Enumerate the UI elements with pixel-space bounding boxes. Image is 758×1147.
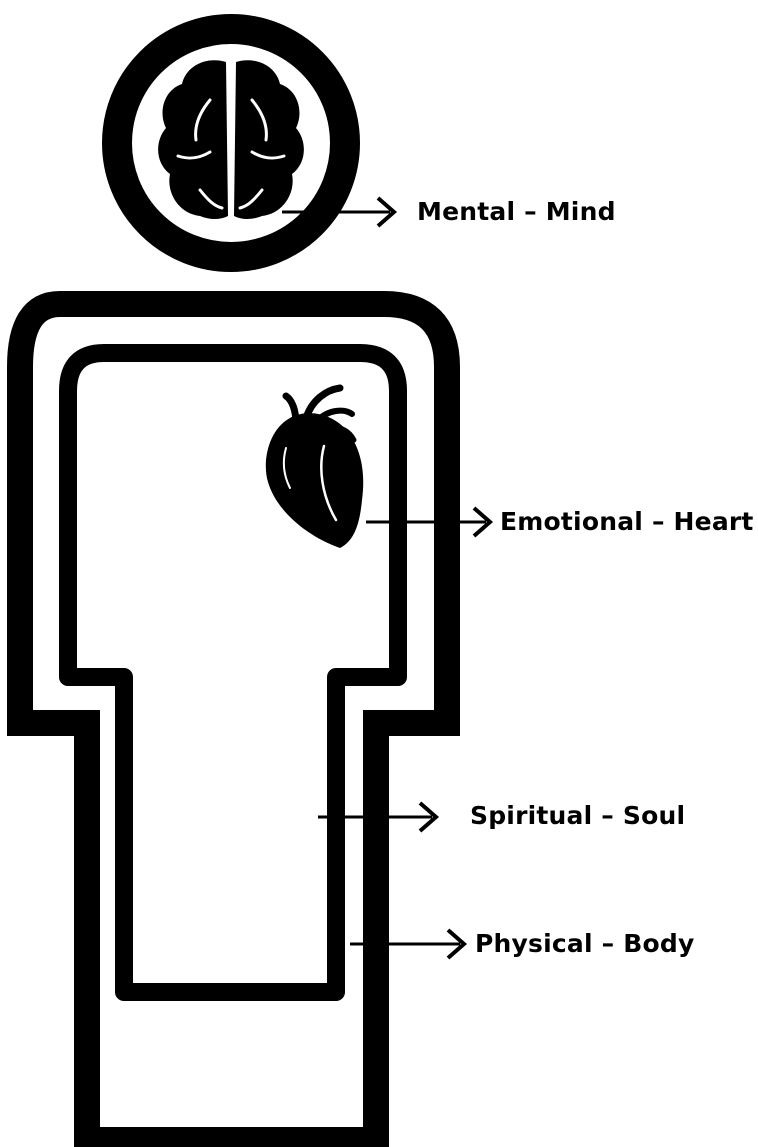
heart-icon — [266, 388, 363, 548]
label-emotional-heart: Emotional – Heart — [500, 507, 754, 537]
label-spiritual-soul: Spiritual – Soul — [470, 801, 685, 831]
head-ring — [117, 29, 345, 257]
label-physical-body: Physical – Body — [475, 929, 694, 959]
outer-body-outline — [20, 304, 447, 1140]
arrow-right-icon — [366, 508, 490, 536]
label-mental-mind: Mental – Mind — [417, 197, 616, 227]
